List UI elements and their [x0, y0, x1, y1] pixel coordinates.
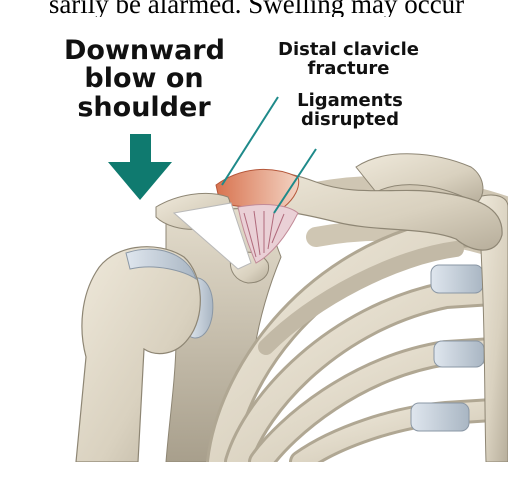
blow-label-line-2: blow on [64, 65, 224, 93]
fracture-label: Distal clavicle fracture [261, 41, 436, 79]
downward-blow-label: Downward blow on shoulder [64, 37, 224, 122]
ligaments-label-line-2: disrupted [280, 111, 420, 130]
blow-label-line-3: shoulder [64, 94, 224, 122]
fracture-label-line-2: fracture [261, 60, 436, 79]
ligaments-label: Ligaments disrupted [280, 92, 420, 130]
down-arrow-icon [108, 134, 172, 200]
shoulder-illustration-frame: Downward blow on shoulder Distal clavicl… [16, 17, 508, 462]
blow-label-line-1: Downward [64, 37, 224, 65]
cut-off-caption-text: sarily be alarmed. Swelling may occur [0, 0, 513, 17]
